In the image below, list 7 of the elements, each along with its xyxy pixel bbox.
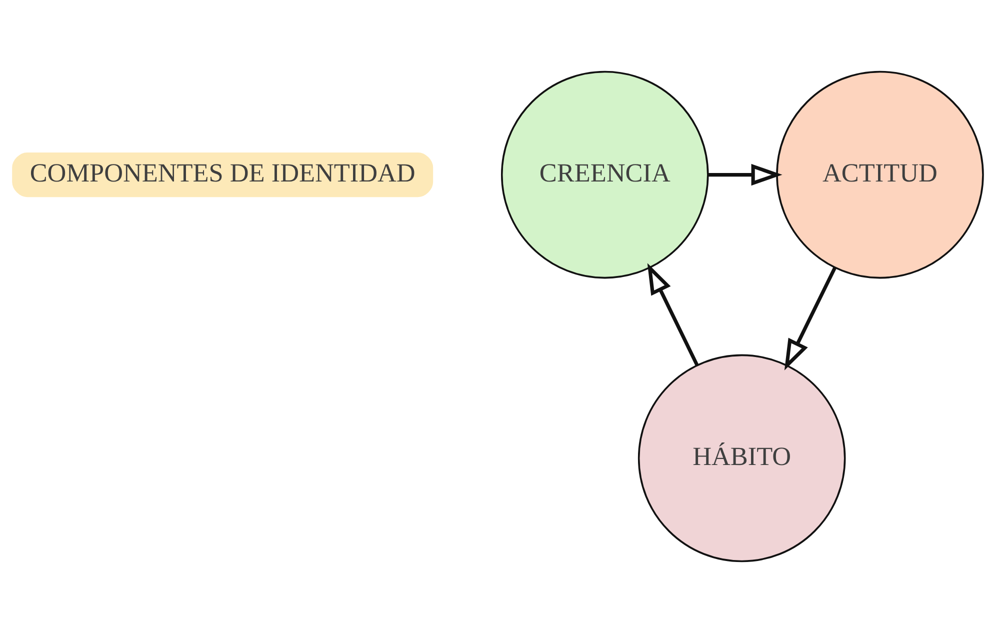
node-circle: CREENCIA xyxy=(500,70,709,279)
arrow xyxy=(784,266,837,370)
arrow xyxy=(647,263,699,366)
node-circle: ACTITUD xyxy=(776,70,984,279)
arrow xyxy=(708,164,782,186)
node-circle: HÁBITO xyxy=(638,354,846,562)
node-box: COMPONENTES DE IDENTIDAD xyxy=(12,152,434,198)
